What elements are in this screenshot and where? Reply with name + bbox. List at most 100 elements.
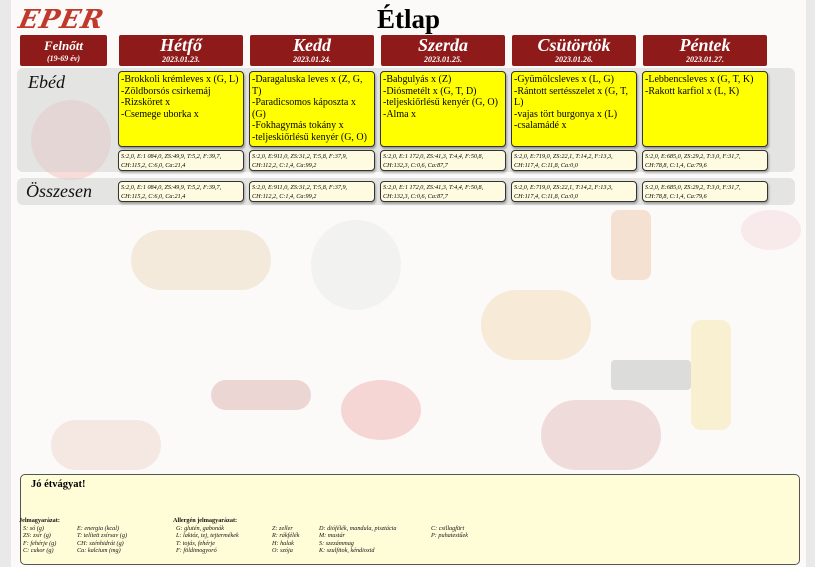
meal-item: -Rántott sertésszelet x (G, T, L) (514, 85, 629, 109)
food-background-decoration (691, 320, 731, 430)
legend-item: T: tojás, fehérje (176, 539, 216, 547)
group-label: Felnőtt (43, 38, 83, 53)
legend-item: T: telített zsírsav (g) (77, 532, 128, 540)
meal-item: -Csemege uborka x (121, 108, 199, 120)
meal-item: -Diósmetélt x (G, T, D) (383, 85, 477, 97)
meal-item: -Fokhagymás tokány x (252, 120, 344, 132)
meal-item: -Daragaluska leves x (Z, G, T) (252, 74, 363, 97)
nutrition-total-wednesday: S:2,0, E:1 172,0, ZS:41,3, T:4,4, F:50,8… (380, 181, 506, 202)
day-name: Csütörtök (537, 35, 611, 55)
nutrition-line: S:2,0, E:685,0, ZS:29,2, T:3,0, F:31,7, (645, 153, 741, 160)
meal-item: -teljeskiőrlésű kenyér (G, O) (252, 131, 367, 143)
legend-item: CH: szénhidrát (g) (77, 539, 124, 547)
nutrition-line: CH:115,2, C:6,0, Ca:21,4 (121, 162, 186, 169)
day-date: 2023.01.23. (162, 55, 200, 64)
allergen-legend-title: Allergén jelmagyarázat: (173, 517, 237, 524)
nutrition-line: S:2,0, E:719,0, ZS:22,1, T:14,2, F:13,3, (514, 153, 613, 160)
nutrition-line: S:2,0, E:911,0, ZS:31,2, T:5,8, F:37,9, (252, 184, 348, 191)
meal-item: -Lebbencsleves x (G, T, K) (645, 74, 754, 85)
nutrition-line: CH:115,2, C:6,0, Ca:21,4 (121, 193, 186, 200)
group-header: Felnőtt (19-69 év) (20, 35, 107, 66)
meal-item: -csalamádé x (514, 120, 567, 132)
lunch-row-label: Ebéd (28, 72, 65, 92)
nutrition-line: CH:78,8, C:1,4, Ca:79,6 (645, 193, 707, 200)
legend-item: S: só (g) (23, 525, 44, 532)
meal-item: -Rizsköret x (121, 97, 171, 109)
meal-item: -Alma x (383, 108, 417, 120)
food-background-decoration (611, 360, 691, 390)
food-background-decoration (211, 380, 311, 410)
nutrition-lunch-friday: S:2,0, E:685,0, ZS:29,2, T:3,0, F:31,7, … (642, 150, 768, 171)
page-title: Étlap (376, 4, 441, 34)
symbol-legend-col-2: E: energia (kcal) T: telített zsírsav (g… (77, 525, 127, 555)
day-name: Kedd (293, 35, 331, 55)
legend-heading: Jelmagyarázat: (19, 517, 60, 524)
nutrition-line: S:2,0, E:911,0, ZS:31,2, T:5,8, F:37,9, (252, 153, 348, 160)
nutrition-line: S:2,0, E:1 172,0, ZS:41,3, T:4,4, F:50,8… (383, 184, 484, 191)
nutrition-line: CH:117,4, C:11,8, Ca:0,0 (514, 193, 578, 200)
nutrition-line: CH:112,2, C:1,4, Ca:99,2 (252, 193, 317, 200)
symbol-legend-title: Jelmagyarázat: (19, 517, 60, 524)
greeting-text: Jó étvágyat! (31, 479, 86, 490)
meal-box-tuesday: -Daragaluska leves x (Z, G, T) -Paradics… (249, 71, 375, 147)
allergen-legend-col-1: G: glutén, gabonák L: laktóz, tej, tejte… (176, 525, 239, 555)
day-header-monday: Hétfő 2023.01.23. (119, 35, 243, 66)
meal-item: -teljeskiőrlésű kenyér (G, O) (383, 97, 498, 109)
nutrition-total-monday: S:2,0, E:1 084,0, ZS:49,9, T:5,2, F:39,7… (118, 181, 244, 202)
legend-item: S: szezámmag (319, 539, 354, 547)
legend-item: R: rákfélék (272, 532, 300, 540)
nutrition-total-tuesday: S:2,0, E:911,0, ZS:31,2, T:5,8, F:37,9, … (249, 181, 375, 202)
day-name: Péntek (679, 35, 731, 55)
nutrition-line: CH:78,8, C:1,4, Ca:79,6 (645, 162, 707, 169)
nutrition-line: CH:132,3, C:0,6, Ca:87,7 (383, 162, 448, 169)
meal-box-monday: -Brokkoli krémleves x (G, L) -Zöldborsós… (118, 71, 244, 147)
day-name: Szerda (417, 35, 468, 55)
legend-item: M: mustár (319, 532, 345, 540)
day-name: Hétfő (160, 35, 202, 55)
day-date: 2023.01.27. (686, 55, 724, 64)
nutrition-lunch-wednesday: S:2,0, E:1 172,0, ZS:41,3, T:4,4, F:50,8… (380, 150, 506, 171)
day-date: 2023.01.24. (293, 55, 331, 64)
meal-item: -Zöldborsós csirkemáj (121, 85, 211, 97)
meal-item: -Gyümölcsleves x (L, G) (514, 74, 614, 85)
meal-box-friday: -Lebbencsleves x (G, T, K) -Rakott karfi… (642, 71, 768, 147)
nutrition-line: S:2,0, E:1 084,0, ZS:49,9, T:5,2, F:39,7… (121, 153, 222, 160)
food-background-decoration (311, 220, 401, 310)
legend-item: C: cukor (g) (23, 547, 54, 555)
group-age-range: (19-69 év) (46, 54, 81, 63)
food-background-decoration (741, 210, 801, 250)
nutrition-lunch-tuesday: S:2,0, E:911,0, ZS:31,2, T:5,8, F:37,9, … (249, 150, 375, 171)
footer-legend-panel: Jó étvágyat! Jelmagyarázat: S: só (g) ZS… (19, 474, 800, 565)
meal-item: -Paradicsomos káposzta x (G) (252, 97, 356, 120)
legend-item: F: földimogyoró (176, 547, 217, 555)
day-header-friday: Péntek 2023.01.27. (643, 35, 767, 66)
legend-item: D: diófélék, mandula, pisztácia (319, 525, 397, 532)
food-background-decoration (541, 400, 661, 470)
nutrition-line: S:2,0, E:1 172,0, ZS:41,3, T:4,4, F:50,8… (383, 153, 484, 160)
food-background-decoration (51, 420, 161, 470)
allergen-legend-col-4: C: csillagfürt P: puhatestűek (431, 525, 468, 540)
legend-item: E: energia (kcal) (77, 525, 120, 532)
legend-item: Ca: kalcium (mg) (77, 547, 121, 555)
legend-item: G: glutén, gabonák (176, 525, 224, 532)
meal-item: -Rakott karfiol x (L, K) (645, 85, 740, 97)
meal-box-wednesday: -Babgulyás x (Z) -Diósmetélt x (G, T, D)… (380, 71, 506, 147)
day-header-wednesday: Szerda 2023.01.25. (381, 35, 505, 66)
food-background-decoration (611, 210, 651, 280)
legend-item: O: szója (272, 547, 293, 555)
allergen-legend-col-2: Z: zeller R: rákfélék H: halak O: szója (272, 525, 299, 555)
nutrition-lunch-thursday: S:2,0, E:719,0, ZS:22,1, T:14,2, F:13,3,… (511, 150, 637, 171)
legend-heading: Allergén jelmagyarázat: (173, 517, 238, 524)
food-background-decoration (481, 290, 591, 360)
legend-item: P: puhatestűek (431, 532, 468, 540)
meal-item: -vajas tört burgonya x (L) (514, 108, 618, 120)
meal-item: -Babgulyás x (Z) (383, 74, 452, 85)
nutrition-line: S:2,0, E:685,0, ZS:29,2, T:3,0, F:31,7, (645, 184, 741, 191)
menu-page: EPER Étlap Felnőtt (19-69 év) Hétfő 2023… (11, 0, 806, 567)
legend-item: ZS: zsír (g) (23, 532, 51, 540)
allergen-legend-col-3: D: diófélék, mandula, pisztácia M: mustá… (319, 525, 397, 555)
legend-item: H: halak (272, 539, 294, 547)
legend-item: Z: zeller (272, 525, 293, 532)
nutrition-line: S:2,0, E:1 084,0, ZS:49,9, T:5,2, F:39,7… (121, 184, 222, 191)
nutrition-line: CH:112,2, C:1,4, Ca:99,2 (252, 162, 317, 169)
